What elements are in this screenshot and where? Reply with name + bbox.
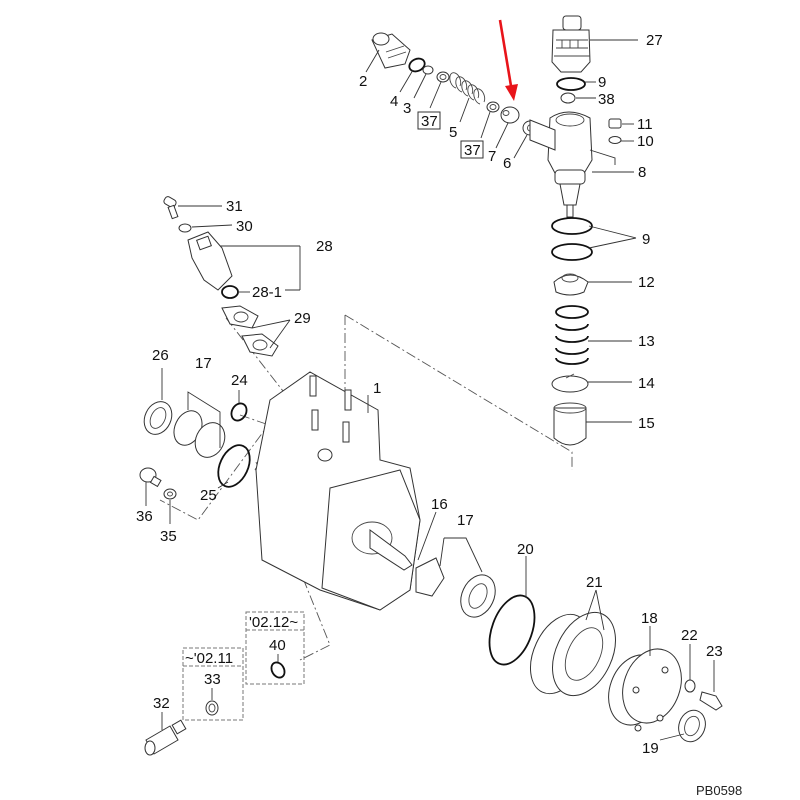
label-38[interactable]: 38	[598, 91, 615, 108]
label-27[interactable]: 27	[646, 32, 663, 49]
part-26-seal[interactable]	[139, 397, 177, 439]
label-31[interactable]: 31	[226, 198, 243, 215]
label-12[interactable]: 12	[638, 274, 655, 291]
label-32[interactable]: 32	[153, 695, 170, 712]
part-9-o-rings-pair[interactable]	[551, 217, 593, 261]
part-4-o-ring[interactable]	[407, 56, 427, 74]
part-35-washer[interactable]	[163, 488, 177, 500]
part-19-oil-seal[interactable]	[674, 707, 709, 746]
leaders-top-group	[365, 49, 528, 159]
label-10[interactable]: 10	[637, 133, 654, 150]
part-12-spring-seat[interactable]	[553, 273, 589, 296]
part-38-spacer[interactable]	[560, 92, 576, 104]
part-27-valve-cap[interactable]	[551, 15, 591, 73]
serial-range-after: '02.12~	[249, 614, 298, 631]
part-25-o-ring[interactable]	[212, 440, 256, 492]
serial-range-before: ~'02.11	[185, 650, 233, 667]
label-1[interactable]: 1	[373, 380, 381, 397]
label-35[interactable]: 35	[160, 528, 177, 545]
part-37a-gasket[interactable]	[436, 71, 450, 83]
label-16[interactable]: 16	[431, 496, 448, 513]
label-14[interactable]: 14	[638, 375, 655, 392]
label-37b[interactable]: 37	[464, 142, 481, 159]
label-11[interactable]: 11	[637, 116, 653, 133]
part-28-sensor[interactable]	[187, 231, 233, 291]
label-9-pair[interactable]: 9	[642, 231, 650, 248]
label-24[interactable]: 24	[231, 372, 248, 389]
label-33[interactable]: 33	[204, 671, 221, 688]
label-17-left[interactable]: 17	[195, 355, 212, 372]
part-20-o-ring[interactable]	[481, 589, 543, 670]
drawing-code: PB0598	[696, 783, 742, 798]
part-1-pump-body[interactable]	[255, 371, 421, 611]
highlight-arrow	[498, 19, 518, 101]
part-40-o-ring[interactable]	[269, 660, 287, 680]
part-3-valve-ball[interactable]	[422, 65, 434, 75]
label-25[interactable]: 25	[200, 487, 217, 504]
part-9-o-ring-top[interactable]	[556, 77, 586, 91]
part-15-tappet[interactable]	[553, 402, 587, 446]
label-2[interactable]: 2	[359, 73, 367, 90]
label-19[interactable]: 19	[642, 740, 659, 757]
part-14-lower-seat[interactable]	[551, 373, 589, 393]
part-8-delivery-valve-body[interactable]	[529, 111, 593, 218]
part-13-plunger-spring[interactable]	[555, 305, 589, 365]
part-29-gaskets[interactable]	[221, 305, 279, 357]
label-20[interactable]: 20	[517, 541, 534, 558]
part-2-valve-holder[interactable]	[371, 32, 411, 69]
part-33-washer[interactable]	[205, 700, 219, 716]
label-13[interactable]: 13	[638, 333, 655, 350]
label-9-top[interactable]: 9	[598, 74, 606, 91]
label-6[interactable]: 6	[503, 155, 511, 172]
label-18[interactable]: 18	[641, 610, 658, 627]
part-22-washer[interactable]	[684, 679, 696, 693]
label-3[interactable]: 3	[403, 100, 411, 117]
label-7[interactable]: 7	[488, 148, 496, 165]
label-23[interactable]: 23	[706, 643, 723, 660]
label-21[interactable]: 21	[586, 574, 603, 591]
label-36[interactable]: 36	[136, 508, 153, 525]
label-5[interactable]: 5	[449, 124, 457, 141]
label-8[interactable]: 8	[638, 164, 646, 181]
part-labels: 2 4 3 37 5 37 7 6 27 9 38 11 10 8 9 12 1…	[136, 32, 742, 798]
leaders-right-column	[576, 39, 638, 423]
label-17-right[interactable]: 17	[457, 512, 474, 529]
leaders-serial-group	[161, 654, 279, 730]
label-28[interactable]: 28	[316, 238, 333, 255]
part-11-nut[interactable]	[608, 118, 622, 129]
part-21-gaskets[interactable]	[519, 602, 628, 705]
part-31-bolt[interactable]	[163, 196, 179, 220]
part-5-spring[interactable]	[449, 72, 486, 105]
part-18-flange[interactable]	[599, 641, 691, 733]
part-32-adapter[interactable]	[144, 719, 187, 756]
label-40[interactable]: 40	[269, 637, 286, 654]
part-30-washer[interactable]	[178, 223, 192, 233]
label-30[interactable]: 30	[236, 218, 253, 235]
label-4[interactable]: 4	[390, 93, 398, 110]
part-28-1-o-ring[interactable]	[221, 285, 239, 299]
part-24-o-ring[interactable]	[228, 401, 249, 424]
part-37b-gasket[interactable]	[486, 101, 500, 113]
leaders-sensor-group	[178, 205, 301, 349]
label-28-1[interactable]: 28-1	[252, 284, 282, 301]
part-7-valve-seat[interactable]	[500, 106, 520, 124]
part-36-plug[interactable]	[139, 467, 162, 488]
leaders-drive-group	[417, 511, 715, 741]
part-17-bearing-right[interactable]	[415, 557, 502, 623]
label-15[interactable]: 15	[638, 415, 655, 432]
label-22[interactable]: 22	[681, 627, 698, 644]
part-23-bolt[interactable]	[699, 691, 723, 711]
leaders-left-group	[145, 368, 369, 524]
serial-box-after	[245, 611, 305, 685]
label-37a[interactable]: 37	[421, 113, 438, 130]
part-17-bearing-left[interactable]	[169, 406, 231, 462]
serial-box-before	[182, 647, 244, 721]
part-10-washer[interactable]	[608, 136, 622, 144]
label-26[interactable]: 26	[152, 347, 169, 364]
label-29[interactable]: 29	[294, 310, 311, 327]
